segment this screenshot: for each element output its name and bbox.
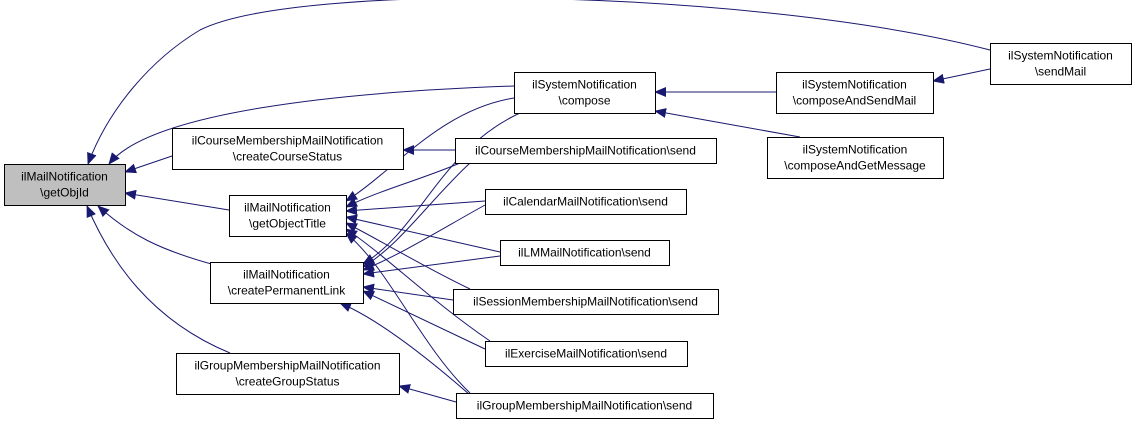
node-root[interactable]: ilMailNotification \getObjId	[4, 164, 126, 206]
node-exercise-send[interactable]: ilExerciseMailNotification\send	[485, 341, 688, 367]
edge-sys_compose-to-root	[108, 85, 515, 165]
edge-sys_compose-to-perm_link	[362, 112, 521, 265]
node-label-line: \composeAndSendMail	[793, 94, 916, 108]
node-label-line: ilSessionMembershipMailNotification\send	[473, 295, 698, 309]
node-sys-sendmail[interactable]: ilSystemNotification \sendMail	[990, 43, 1132, 85]
edge-course_send-to-get_title	[345, 162, 461, 208]
node-label-line: \composeAndGetMessage	[784, 159, 926, 173]
node-sys-cas[interactable]: ilSystemNotification \composeAndSendMail	[776, 72, 934, 114]
edge-course_send-to-perm_link	[362, 162, 471, 268]
node-group-create[interactable]: ilGroupMembershipMailNotification \create…	[176, 353, 400, 395]
node-group-send[interactable]: ilGroupMembershipMailNotification\send	[456, 393, 714, 419]
node-label-line: \createCourseStatus	[233, 150, 342, 164]
node-lm-send[interactable]: ilLMMailNotification\send	[500, 240, 670, 266]
node-sys-compose[interactable]: ilSystemNotification \compose	[514, 72, 656, 114]
edge-cal_send-to-get_title	[345, 200, 486, 216]
node-box	[456, 393, 714, 419]
node-label-line: ilSystemNotification	[802, 78, 907, 92]
node-label-line: \getObjId	[40, 186, 89, 200]
node-label-line: ilGroupMembershipMailNotification\send	[477, 399, 692, 413]
node-label-line: ilCalendarMailNotification\send	[503, 195, 668, 209]
edge-group_send-to-perm_link	[339, 302, 471, 396]
edge-perm_link-to-root	[97, 205, 216, 266]
edge-lm_send-to-perm_link	[362, 255, 501, 278]
node-get-title[interactable]: ilMailNotification \getObjectTitle	[229, 195, 347, 237]
node-box	[485, 189, 687, 215]
edge-group_send-to-group_create	[398, 384, 457, 403]
node-label-line: ilMailNotification	[21, 170, 108, 184]
node-box	[485, 341, 688, 367]
node-box	[776, 72, 934, 114]
node-label-line: ilCourseMembershipMailNotification\send	[475, 144, 696, 158]
edge-sys_compose-to-get_title	[345, 97, 515, 202]
node-label-line: ilExerciseMailNotification\send	[505, 347, 667, 361]
edge-course_create-to-root	[124, 155, 173, 174]
node-label-line: ilSystemNotification	[1008, 49, 1113, 63]
node-course-create[interactable]: ilCourseMembershipMailNotification \creat…	[172, 128, 404, 170]
node-label-line: ilGroupMembershipMailNotification	[194, 359, 380, 373]
node-label-line: \sendMail	[1035, 65, 1086, 79]
node-label-line: ilMailNotification	[243, 268, 330, 282]
edge-group_send-to-get_title	[345, 232, 471, 394]
node-label-line: ilSystemNotification	[803, 143, 908, 157]
node-box	[767, 137, 944, 179]
node-perm-link[interactable]: ilMailNotification \createPermanentLink	[210, 262, 364, 304]
node-box	[514, 72, 656, 114]
node-label-line: ilCourseMembershipMailNotification	[192, 134, 383, 148]
edge-sys_sendmail-to-sys_cas	[932, 68, 991, 84]
edge-exercise_send-to-perm_link	[362, 290, 486, 350]
node-box	[176, 353, 400, 395]
edge-exercise_send-to-get_title	[345, 228, 491, 342]
node-course-send[interactable]: ilCourseMembershipMailNotification\send	[455, 138, 717, 164]
edge-session_send-to-perm_link	[362, 283, 454, 301]
node-box	[453, 289, 719, 315]
edge-group_create-to-root	[86, 205, 231, 354]
node-label-line: ilLMMailNotification\send	[518, 246, 651, 260]
node-label-line: \compose	[558, 94, 610, 108]
nodes-layer: ilMailNotification \getObjId ilCourseMembe…	[4, 43, 1132, 419]
edges-layer	[86, 0, 991, 403]
node-label-line: \createPermanentLink	[228, 284, 346, 298]
edge-lm_send-to-get_title	[345, 214, 501, 253]
edge-session_send-to-get_title	[345, 222, 471, 290]
node-box	[990, 43, 1132, 85]
node-box	[500, 240, 670, 266]
edge-sys_sendmail-to-root	[87, 0, 991, 165]
node-label-line: \getObjectTitle	[249, 217, 326, 231]
node-label-line: ilMailNotification	[244, 201, 331, 215]
edge-get_title-to-root	[124, 189, 230, 211]
node-box	[4, 164, 126, 206]
node-label-line: \createGroupStatus	[235, 375, 339, 389]
node-box	[172, 128, 404, 170]
edge-sys_cagm-to-sys_compose	[654, 108, 801, 138]
node-cal-send[interactable]: ilCalendarMailNotification\send	[485, 189, 687, 215]
node-box	[455, 138, 717, 164]
node-box	[229, 195, 347, 237]
node-sys-cagm[interactable]: ilSystemNotification \composeAndGetMessag…	[767, 137, 944, 179]
node-label-line: ilSystemNotification	[532, 78, 637, 92]
node-session-send[interactable]: ilSessionMembershipMailNotification\send	[453, 289, 719, 315]
node-box	[210, 262, 364, 304]
edge-cal_send-to-perm_link	[362, 204, 486, 271]
